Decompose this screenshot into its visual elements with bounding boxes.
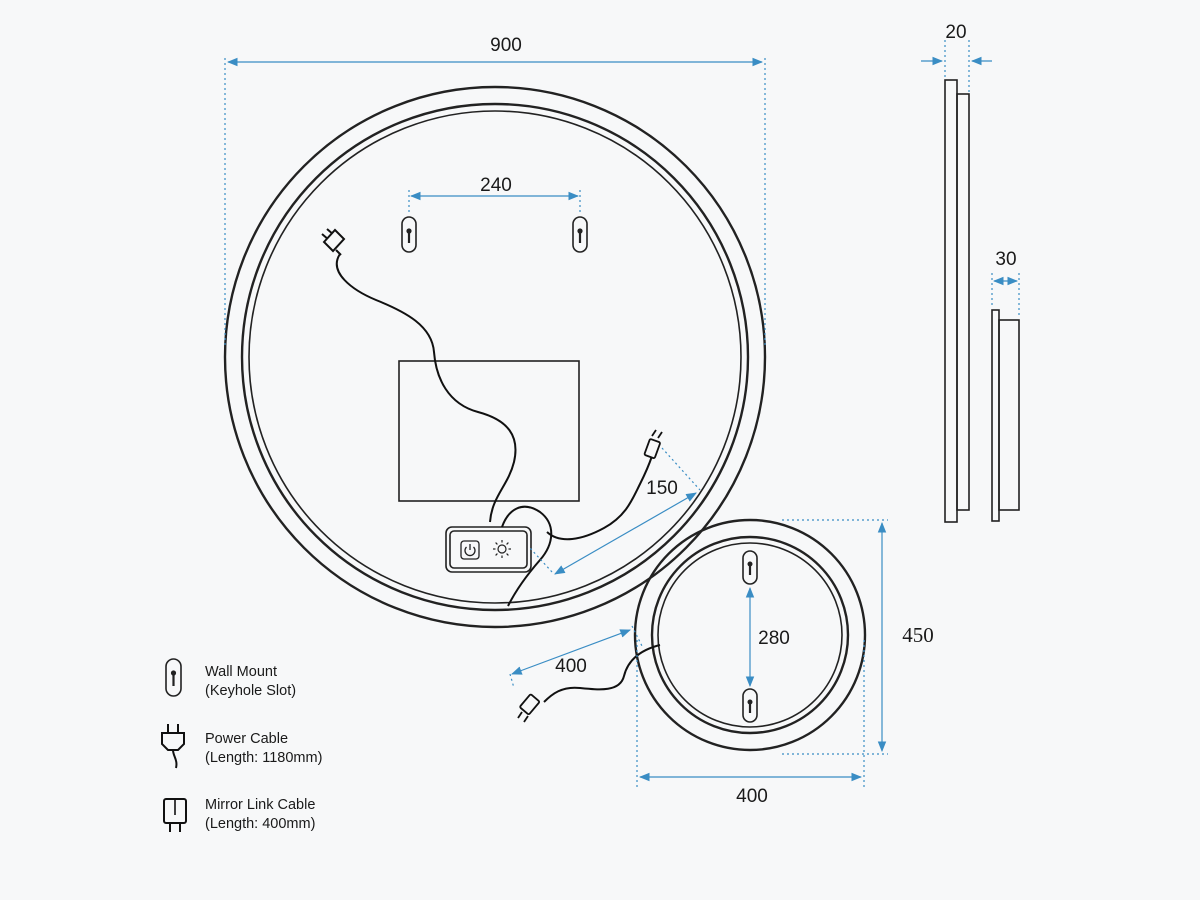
link-connector-upper-icon [643, 429, 663, 459]
legend-wall-mount-line2: (Keyhole Slot) [205, 683, 296, 699]
dim-400-width-label: 400 [736, 786, 768, 807]
legend-item-wall-mount: Wall Mount (Keyhole Slot) [165, 658, 296, 699]
dim-400-cable: 400 [509, 625, 643, 689]
dim-30-label: 30 [995, 249, 1016, 270]
legend-power-plug-icon [161, 724, 185, 769]
large-mirror-inner-rim [240, 102, 750, 612]
small-keyhole-top-icon [742, 550, 758, 585]
legend-item-power-cable: Power Cable (Length: 1180mm) [161, 724, 322, 769]
legend-link-cable-line2: (Length: 400mm) [205, 816, 315, 832]
keyhole-right-icon [572, 216, 588, 253]
large-mirror-outer-rim [223, 85, 767, 629]
dim-240: 240 [408, 175, 581, 214]
legend-item-link-cable: Mirror Link Cable (Length: 400mm) [163, 797, 315, 832]
keyhole-icon [165, 658, 182, 697]
small-side-profile [991, 309, 1020, 522]
legend-power-cable-line2: (Length: 1180mm) [205, 750, 322, 766]
touch-switch [445, 526, 532, 573]
dim-400-width: 400 [636, 640, 865, 807]
link-connector-lower-icon [517, 693, 541, 723]
dim-400-cable-label: 400 [555, 656, 587, 677]
driver-box [398, 360, 580, 502]
dim-150-label: 150 [646, 478, 678, 499]
power-icon [460, 540, 480, 560]
dim-150: 150 [529, 447, 701, 575]
small-keyhole-bottom-icon [742, 688, 758, 723]
dim-280-label: 280 [758, 628, 790, 649]
small-mirror-led-ring [657, 542, 843, 728]
dim-900-label: 900 [490, 35, 522, 56]
dim-900: 900 [224, 35, 766, 345]
small-mirror-outer-rim [633, 518, 867, 752]
dim-20-label: 20 [945, 22, 966, 43]
dim-450-label: 450 [902, 623, 934, 647]
legend: Wall Mount (Keyhole Slot) Power Cable (L… [161, 658, 322, 832]
large-mirror [223, 85, 767, 629]
legend-wall-mount-line1: Wall Mount [205, 664, 277, 680]
large-mirror-led-ring [248, 110, 742, 604]
legend-power-cable-line1: Power Cable [205, 731, 288, 747]
legend-link-cable-line1: Mirror Link Cable [205, 797, 315, 813]
dim-20: 20 [921, 22, 992, 92]
keyhole-left-icon [401, 216, 417, 253]
dim-30: 30 [991, 249, 1020, 317]
dim-240-label: 240 [480, 175, 512, 196]
small-mirror [517, 518, 867, 752]
small-link-cable [543, 644, 661, 703]
brightness-icon [493, 540, 511, 558]
power-plug-icon [321, 228, 346, 256]
small-mirror-inner-rim [650, 535, 850, 735]
large-side-profile [944, 79, 970, 523]
dim-450: 450 [782, 519, 934, 755]
power-cable [335, 253, 517, 523]
dim-280: 280 [745, 586, 790, 688]
legend-link-connector-icon [163, 798, 187, 832]
